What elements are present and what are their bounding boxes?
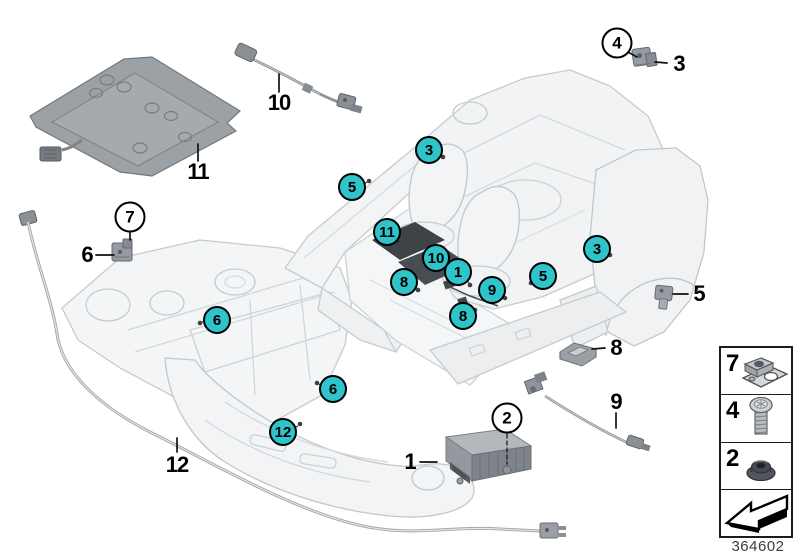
- legend-label-7: 7: [726, 350, 740, 377]
- callout-bracket-8-right: 8: [449, 302, 477, 330]
- leader-lines: [95, 50, 689, 465]
- callout-cable-12-bumper: 12: [269, 418, 297, 446]
- callout-screw-4: 4: [601, 27, 633, 59]
- label-part-12: 12: [165, 452, 190, 477]
- label-part-9: 9: [610, 389, 622, 414]
- flange-nut-icon: [746, 459, 776, 481]
- label-part-1: 1: [404, 449, 416, 474]
- callout-ecu-1-floor: 1: [444, 258, 472, 286]
- callout-sensor-5-seat: 5: [529, 262, 557, 290]
- legend-cell-2: 2: [721, 443, 791, 490]
- part-10-cable: [234, 42, 363, 114]
- part-5-sensor: [654, 284, 674, 310]
- callout-sensor-3-apillar: 3: [415, 136, 443, 164]
- cage-nut-icon: [741, 357, 789, 388]
- part-6-sensor: [111, 238, 133, 262]
- callout-cable-10-floor: 10: [422, 244, 450, 272]
- fastener-legend: 7 4 2: [719, 346, 793, 538]
- legend-label-4: 4: [726, 397, 740, 425]
- callout-sensor-3-quarter: 3: [583, 235, 611, 263]
- callout-nut-2: 2: [491, 402, 523, 434]
- part-8-bracket: [559, 342, 597, 367]
- part-3-sensor: [631, 46, 658, 68]
- legend-cell-7: 7: [721, 348, 791, 396]
- torx-screw-icon: [749, 397, 773, 435]
- callout-sensor-6-engine-bay: 6: [203, 306, 231, 334]
- label-part-8: 8: [610, 335, 622, 360]
- callout-cable-9-floor: 9: [478, 276, 506, 304]
- legend-label-2: 2: [726, 444, 740, 472]
- callout-mat-11-floor: 11: [373, 218, 401, 246]
- part-1-control-unit: [444, 428, 533, 485]
- legend-cell-arrow: [721, 490, 791, 536]
- callout-sensor-6-front-end: 6: [319, 375, 347, 403]
- label-part-3: 3: [673, 51, 685, 76]
- label-part-10: 10: [267, 90, 292, 115]
- label-part-5: 5: [693, 281, 705, 306]
- callout-bracket-8-left: 8: [390, 268, 418, 296]
- legend-cell-4: 4: [721, 395, 791, 443]
- label-part-11: 11: [187, 159, 209, 184]
- callout-holder-7: 7: [114, 201, 146, 233]
- callout-sensor-5-windshield: 5: [338, 173, 366, 201]
- direction-of-travel-arrow-icon: [724, 493, 789, 533]
- part-11-seat-mat: [29, 56, 241, 177]
- part-9-cable: [523, 371, 651, 452]
- diagram-part-number: 364602: [731, 538, 785, 555]
- label-part-6: 6: [81, 242, 93, 267]
